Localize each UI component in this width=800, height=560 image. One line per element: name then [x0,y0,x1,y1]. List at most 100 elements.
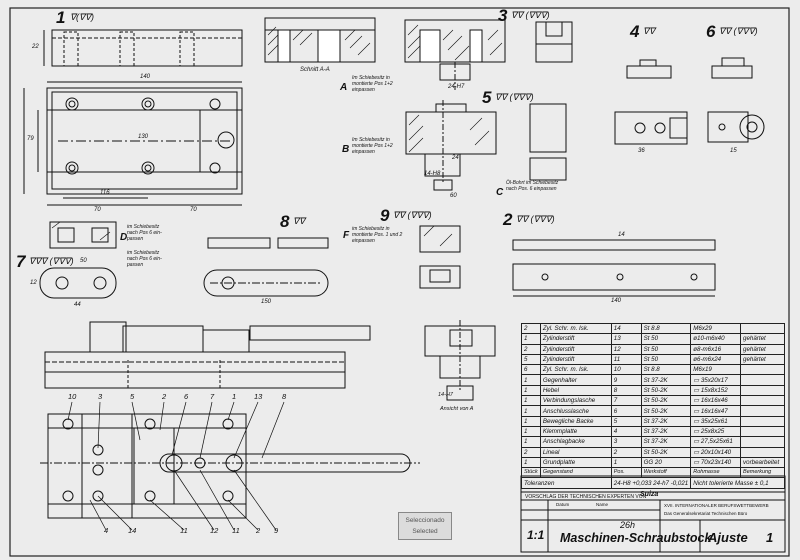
parts-list-cell-qty: 1 [521,333,541,345]
view7-part [39,221,117,299]
view8-lever [203,237,329,297]
parts-list-cell-dim: M6x19 [690,364,742,376]
parts-list-cell-name: Anschlusslasche [539,405,612,417]
parts-list-cell-dim: ▭ 35x20x17 [690,374,742,386]
fit-note-2: 14-H8 [424,171,441,177]
parts-list-cell-dim: ø8-m6x16 [690,343,742,355]
parts-list-cell-name: Zylinderstift [539,343,612,355]
view2-number: 2 [503,210,513,229]
note-c: Öl-Bohrt im Schiebesitz nach Pos. 6 einp… [506,180,559,192]
dim-22: 22 [32,44,39,50]
dim-60: 60 [450,193,457,199]
assembly-elevation [44,321,371,390]
parts-list-cell-dim: ▭ 15x8x152 [690,384,742,397]
view4-number: 4 [630,22,640,41]
parts-list-cell-rem: gehärtet [740,333,785,345]
balloon: 6 [184,392,189,401]
parts-list-cell-qty: 1 [521,384,541,397]
balloon: 3 [98,392,103,401]
parts-list-cell-name: Gegenhalter [539,374,612,386]
parts-list-cell-qty: 6 [521,364,541,376]
view5-section [405,100,497,191]
letter-c: C [496,187,504,198]
parts-list-cell-pos: 7 [610,395,642,407]
parts-list-cell-pos: 12 [610,343,642,355]
balloon: 7 [210,392,215,401]
dim-70a: 70 [94,207,101,213]
parts-list-cell-name: Klemmplatte [539,425,612,438]
note-b: Im Schiebesitz in montierte Pos 1+2 einp… [352,137,393,155]
parts-list-cell-name: Hebel [539,384,612,397]
view2-rail [512,239,716,297]
note-f: im Schiebesitz in montierte Pos. 1 und 2… [352,226,403,244]
parts-list-cell-mat: St 37-2K [640,415,692,427]
selection-stamp: Seleccionado Selected [398,512,452,540]
parts-list-cell-rem [740,446,785,458]
view5-side-block [529,103,567,181]
parts-list-cell-rem: gehärtet [740,343,785,355]
parts-list-cell-pos: 5 [610,415,642,427]
view3-section [404,19,506,90]
balloon: 8 [282,392,287,401]
parts-list-cell-pos: 13 [610,333,642,345]
note-d2: im Schiebesitz nach Pos 6 ein-passen [127,250,162,268]
parts-list-cell-mat: St 50-2K [640,395,692,407]
view1-side [43,29,243,67]
view6-number: 6 [706,22,716,41]
view3-number: 3 [498,6,508,25]
view8-symbol: ∇∇ [293,216,306,226]
view1-symbol: ∇(∇∇) [70,12,95,22]
view9-number: 9 [380,206,390,225]
parts-list-cell-qty: 5 [521,353,541,366]
tolerance-note: Nicht tolerierte Masse ± 0,1 [690,477,785,489]
parts-list-header-name: Gegenstand [539,467,612,479]
letter-d: D [120,232,128,243]
view5-symbol: ∇∇ (∇∇∇) [495,92,534,102]
balloon: 14 [128,526,137,535]
parts-list-cell-rem: gehärtet [740,353,785,366]
view6-part [707,57,765,143]
dim-116: 116 [100,190,110,196]
balloon: 2 [162,392,167,401]
dim-50: 50 [80,258,87,264]
parts-list-header-dim: Rohmasse [690,467,742,479]
parts-list-cell-qty: 1 [521,395,541,407]
letter-a: A [340,82,348,93]
view1-plan [23,81,243,206]
parts-list-cell-qty: 1 [521,405,541,417]
dim-130: 130 [138,134,149,140]
parts-list-cell-pos: 2 [610,446,642,458]
note-a: Im Schiebesitz in montierte Pos 1+2 einp… [352,75,393,93]
parts-list-cell-name: Bewegliche Backe [539,415,612,427]
dim-24: 24 [452,155,459,161]
parts-list-cell-rem [740,436,785,448]
note-d1: im Schiebesitz nach Pos 6 ein-passen [127,224,162,242]
parts-list-cell-mat: St 37-2K [640,374,692,386]
dim-44: 44 [74,302,81,308]
parts-list-cell-pos: 9 [610,374,642,386]
view1-number: 1 [56,8,66,27]
datum-label: Datum [556,502,570,507]
org-line-1: XVII. INTERNATIONALER BERUFSWETTBEWERB [664,503,769,508]
balloon: 12 [210,526,219,535]
parts-list-cell-pos: 14 [610,322,642,335]
fit-note-3: 14-H7 [438,392,453,398]
parts-list-cell-dim: ▭ 20x10x140 [690,446,742,458]
parts-list-cell-pos: 11 [610,353,642,366]
parts-list-cell-qty: 1 [521,456,541,469]
view3-side-block [535,21,573,63]
balloon: 2 [256,526,261,535]
parts-list-cell-pos: 8 [610,384,642,397]
view5-number: 5 [482,88,492,107]
parts-list-cell-mat: St 8.8 [640,364,692,376]
parts-list-header-rem: Bemerkung [740,467,785,479]
org-line-2: Das Generalsekretariat Technischen Büro [664,511,748,516]
